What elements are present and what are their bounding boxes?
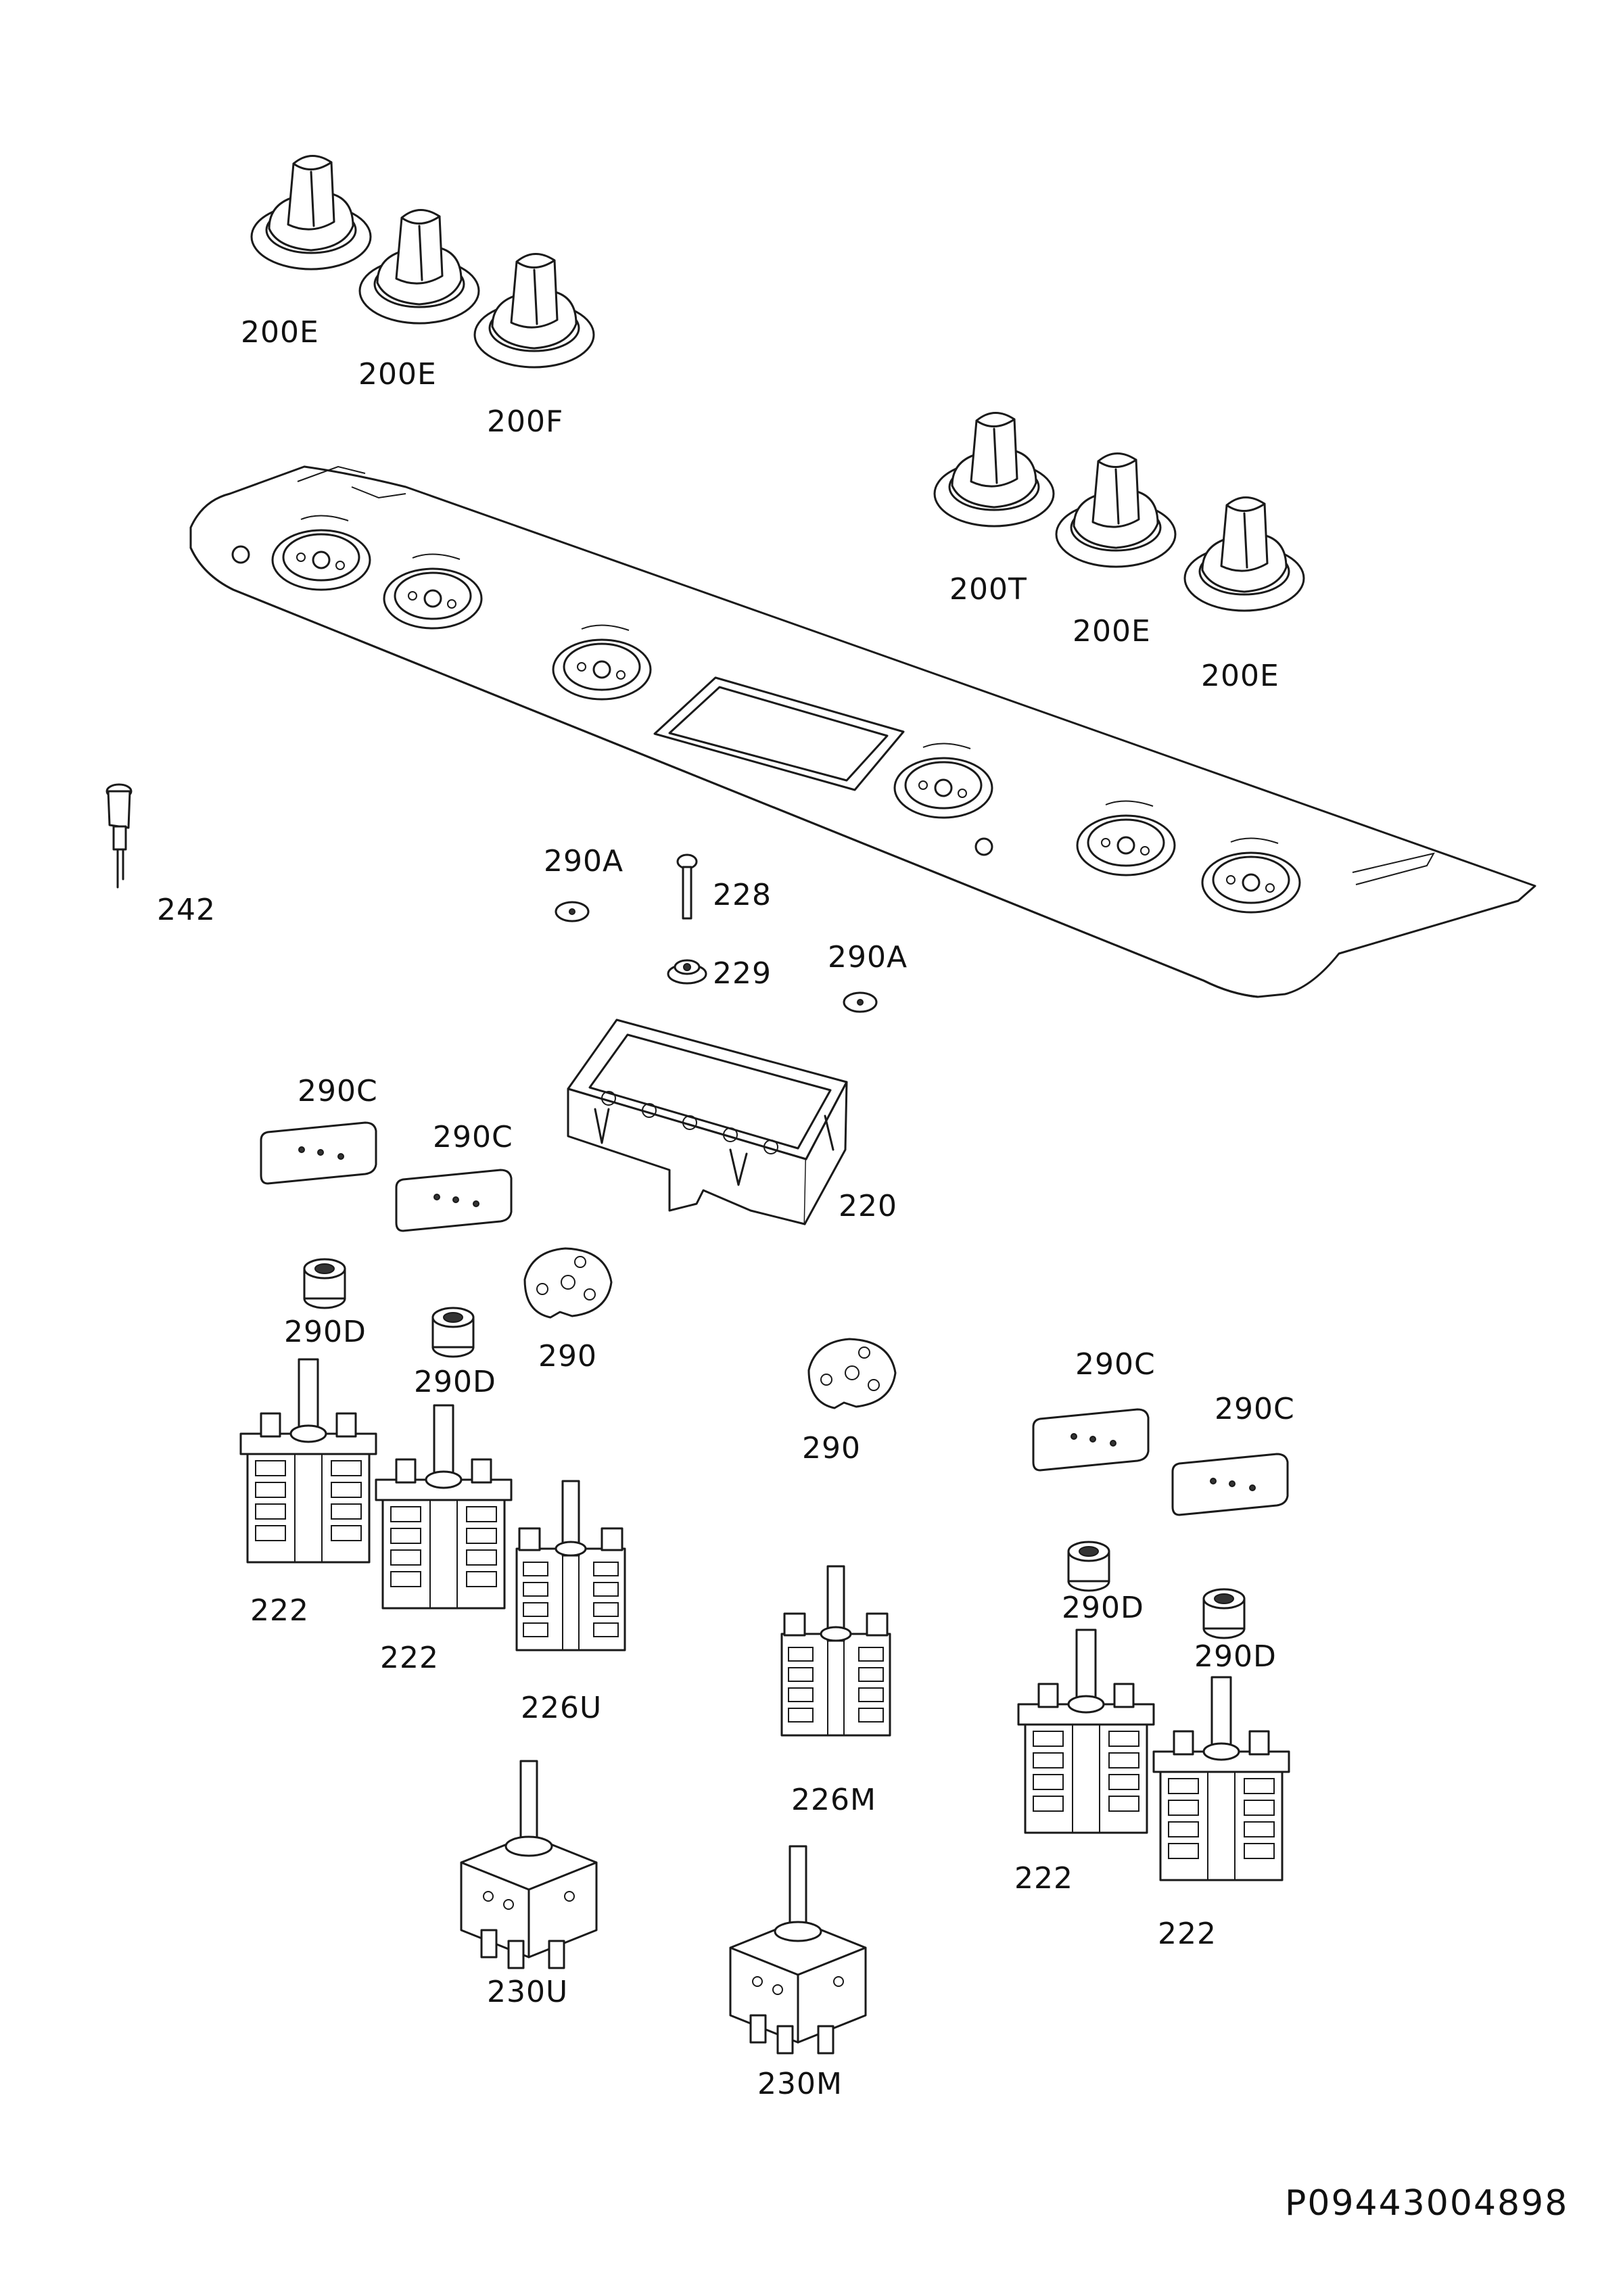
switch-222-2 [375, 1404, 513, 1610]
label-290d-2: 290D [414, 1365, 496, 1399]
label-290c-4: 290C [1215, 1392, 1295, 1426]
pin-228 [676, 853, 698, 920]
switch-226m [780, 1565, 891, 1737]
switch-222-1 [239, 1358, 377, 1564]
plate-290c-2 [395, 1169, 513, 1232]
label-290c-2: 290C [433, 1120, 513, 1154]
knob-200e-3 [1055, 452, 1177, 568]
knob-200t [933, 411, 1055, 528]
label-290d-4: 290D [1194, 1639, 1277, 1674]
label-226m: 226M [791, 1783, 876, 1817]
label-242: 242 [157, 893, 216, 927]
label-200e-3: 200E [1073, 614, 1151, 649]
disc-290-2 [807, 1338, 897, 1409]
ring-290d-1 [303, 1258, 346, 1309]
plate-290c-4 [1171, 1453, 1289, 1516]
ring-290d-4 [1202, 1588, 1246, 1639]
disc-290-1 [523, 1247, 613, 1319]
ring-290d-2 [431, 1307, 475, 1358]
label-290-2: 290 [802, 1431, 861, 1466]
plate-290c-3 [1032, 1408, 1150, 1472]
label-200e-2: 200E [358, 357, 437, 392]
control-panel-fascia [189, 465, 1536, 998]
label-290a-1: 290A [544, 844, 624, 878]
label-290d-3: 290D [1062, 1591, 1144, 1625]
indicator-lamp-242 [105, 783, 133, 889]
switch-226u [515, 1480, 626, 1651]
label-290d-1: 290D [284, 1315, 367, 1349]
switch-222-4 [1152, 1676, 1290, 1881]
knob-200f [473, 252, 595, 369]
washer-290a-2 [843, 991, 878, 1013]
thermostat-230u [460, 1760, 598, 1969]
label-230u: 230U [487, 1975, 569, 2009]
ring-290d-3 [1067, 1541, 1110, 1592]
label-222-1: 222 [250, 1593, 309, 1628]
grommet-229 [667, 959, 707, 985]
thermostat-230m [729, 1845, 867, 2055]
label-226u: 226U [521, 1691, 603, 1725]
label-200t: 200T [949, 572, 1027, 607]
label-290c-1: 290C [298, 1074, 378, 1108]
label-220: 220 [839, 1189, 897, 1223]
document-number: P09443004898 [1285, 2183, 1569, 2224]
label-222-2: 222 [380, 1641, 439, 1675]
label-228: 228 [713, 878, 772, 912]
knob-200e-4 [1183, 496, 1305, 612]
label-200f: 200F [487, 404, 564, 439]
label-222-3: 222 [1014, 1861, 1073, 1896]
label-222-4: 222 [1158, 1917, 1217, 1951]
label-290-1: 290 [538, 1339, 597, 1374]
washer-290a-1 [555, 901, 590, 922]
label-290a-2: 290A [828, 940, 908, 975]
label-229: 229 [713, 956, 772, 991]
knob-200e-1 [250, 154, 372, 271]
label-200e-4: 200E [1201, 659, 1279, 693]
knob-200e-2 [358, 208, 480, 325]
display-module-220 [567, 1018, 848, 1225]
label-230m: 230M [757, 2067, 843, 2101]
plate-290c-1 [260, 1121, 377, 1185]
switch-222-3 [1017, 1629, 1155, 1834]
label-200e-1: 200E [241, 315, 319, 350]
label-290c-3: 290C [1075, 1347, 1156, 1382]
